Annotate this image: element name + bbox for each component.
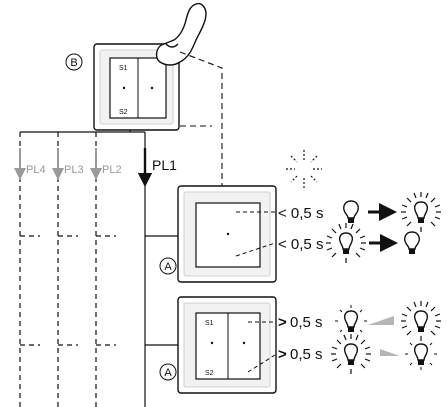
timing-row2: < 0,5 s [278, 236, 323, 253]
pl1-label: PL1 [152, 157, 177, 173]
timing-row3-value: 0,5 s [290, 314, 323, 331]
bulb-dim-icon [335, 305, 367, 337]
bulb-on-icon [401, 192, 441, 232]
device-a-single [177, 185, 277, 283]
s1-label-bottom: S1 [205, 320, 214, 327]
s2-label-bottom: S2 [205, 370, 214, 377]
s2-label-top: S2 [119, 109, 128, 116]
marker-b: B [65, 53, 83, 71]
finger-icon [155, 2, 207, 66]
svg-text:A: A [164, 367, 172, 379]
dim-up-ramp-icon [368, 316, 394, 325]
svg-text:B: B [70, 57, 77, 69]
device-a-double: S1 S2 [177, 296, 277, 394]
svg-text:A: A [164, 261, 172, 273]
timing-row4-value: 0,5 s [290, 346, 323, 363]
bulb-off-icon [404, 231, 420, 254]
marker-a-top: A [159, 257, 177, 275]
pl3-label: PL3 [64, 164, 84, 176]
timing-row1: < 0,5 s [278, 205, 323, 222]
s1-label-top: S1 [119, 65, 128, 72]
bulb-dim-icon [405, 338, 437, 370]
timing-row3-sign: > [278, 314, 287, 331]
leader-lines-bottom [247, 321, 276, 373]
pl4-label: PL4 [26, 164, 46, 176]
device-b: S1 S2 [93, 43, 180, 131]
marker-a-bottom: A [159, 363, 177, 381]
pl-arrows [14, 148, 153, 188]
bulb-on-icon [326, 223, 366, 263]
link-dashed [179, 51, 223, 232]
bulb-on-icon [331, 334, 371, 374]
blink-indicator-icon [286, 150, 322, 188]
bulb-on-icon [401, 301, 441, 341]
pl2-label: PL2 [102, 164, 122, 176]
dim-down-ramp-icon [380, 349, 400, 356]
bulb-off-icon [343, 200, 359, 223]
timing-row4-sign: > [278, 346, 287, 363]
